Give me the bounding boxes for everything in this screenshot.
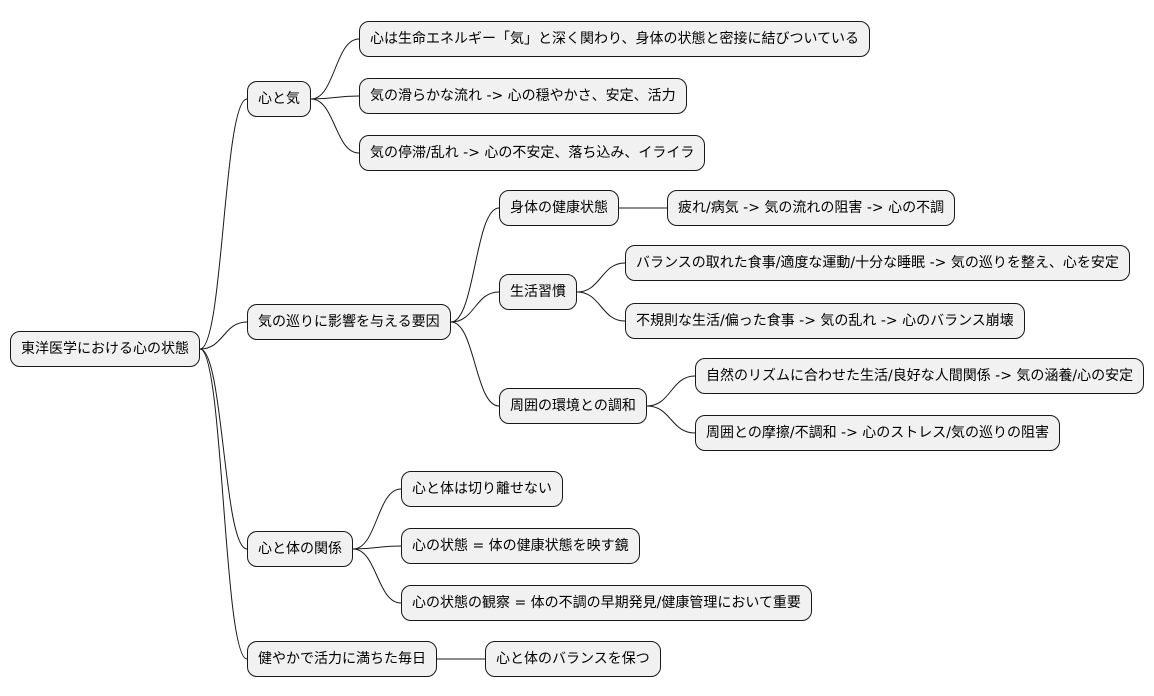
connector-line (199, 348, 248, 660)
connector-line (199, 321, 248, 350)
connector-line (450, 321, 500, 407)
leaf-node: 心と体のバランスを保つ (485, 641, 661, 677)
leaf-node: 疲れ/病気 -> 気の流れの阻害 -> 心の不調 (667, 190, 956, 226)
subbranch-node: 身体の健康状態 (499, 190, 619, 226)
branch-node: 心と体の関係 (247, 531, 353, 567)
connector-line (576, 262, 626, 293)
connector-line (310, 95, 360, 100)
connector-line (450, 291, 500, 323)
leaf-node: 周囲との摩擦/不調和 -> 心のストレス/気の巡りの阻害 (695, 415, 1060, 451)
connector-line (199, 98, 248, 350)
connector-line (576, 291, 626, 322)
connector-line (646, 375, 696, 407)
leaf-node: 心は生命エネルギー「気」と深く関わり、身体の状態と密接に結びついている (359, 21, 871, 57)
connector-line (352, 548, 402, 604)
connector-line (450, 207, 500, 323)
leaf-node: 気の滑らかな流れ -> 心の穏やかさ、安定、活力 (359, 78, 687, 114)
leaf-node: 心の状態 = 体の健康状態を映す鏡 (401, 528, 640, 564)
root-node: 東洋医学における心の状態 (10, 331, 200, 367)
leaf-node: 気の停滞/乱れ -> 心の不安定、落ち込み、イライラ (359, 135, 706, 171)
leaf-node: 心の状態の観察 = 体の不調の早期発見/健康管理において重要 (401, 585, 812, 621)
leaf-node: バランスの取れた食事/適度な運動/十分な睡眠 -> 気の巡りを整え、心を安定 (625, 245, 1130, 281)
connector-line (352, 488, 402, 550)
leaf-node: 不規則な生活/偏った食事 -> 気の乱れ -> 心のバランス崩壊 (625, 303, 1025, 339)
leaf-node: 自然のリズムに合わせた生活/良好な人間関係 -> 気の涵養/心の安定 (695, 358, 1145, 394)
leaf-node: 心と体は切り離せない (401, 471, 563, 507)
branch-node: 気の巡りに影響を与える要因 (247, 304, 451, 340)
connector-line (310, 38, 360, 100)
branch-node: 健やかで活力に満ちた毎日 (247, 641, 437, 677)
subbranch-node: 周囲の環境との調和 (499, 388, 647, 424)
branch-node: 心と気 (247, 81, 311, 117)
subbranch-node: 生活習慣 (499, 274, 577, 310)
connector-line (646, 405, 696, 434)
connector-line (352, 545, 402, 550)
connector-line (310, 98, 360, 154)
connector-line (199, 348, 248, 550)
